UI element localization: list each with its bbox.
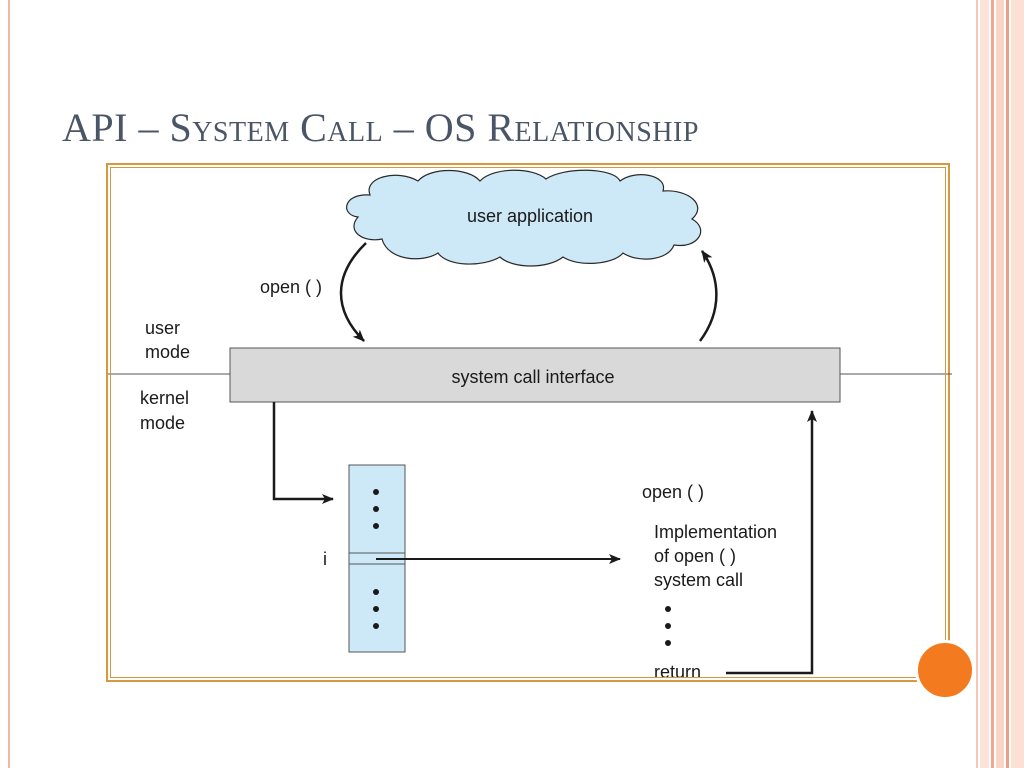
impl-label-line3: system call xyxy=(654,570,743,590)
impl-label-line2: of open ( ) xyxy=(654,546,736,566)
kernel-mode-label-line2: mode xyxy=(140,413,185,433)
interface-label: system call interface xyxy=(451,367,614,387)
user-call-label: open ( ) xyxy=(260,277,322,297)
impl-call-label: open ( ) xyxy=(642,482,704,502)
kernel-mode-label-line1: kernel xyxy=(140,388,189,408)
system-call-diagram: user application open ( ) user mode kern… xyxy=(108,169,952,682)
system-call-interface-bar: system call interface xyxy=(229,347,841,403)
table-index-label: i xyxy=(323,549,327,569)
decorative-orange-circle xyxy=(915,640,975,700)
left-border-line xyxy=(8,0,10,768)
diagram-frame: user application open ( ) user mode kern… xyxy=(106,163,952,682)
return-arrow xyxy=(726,410,817,675)
return-label: return xyxy=(654,662,701,682)
impl-ellipsis-dot xyxy=(665,606,671,612)
impl-ellipsis-dot xyxy=(665,640,671,646)
call-down-arrow xyxy=(339,242,367,342)
cloud-label: user application xyxy=(467,206,593,226)
dispatch-arrow xyxy=(272,402,334,504)
user-mode-label-line2: mode xyxy=(145,342,190,362)
user-mode-label-line1: user xyxy=(145,318,180,338)
user-application-cloud: user application xyxy=(346,169,702,267)
impl-ellipsis-dot xyxy=(665,623,671,629)
slide-title: API – System Call – OS Relationship xyxy=(62,105,699,150)
return-up-arrow xyxy=(698,250,718,342)
impl-label-line1: Implementation xyxy=(654,522,777,542)
right-decorative-stripes xyxy=(976,0,1024,768)
